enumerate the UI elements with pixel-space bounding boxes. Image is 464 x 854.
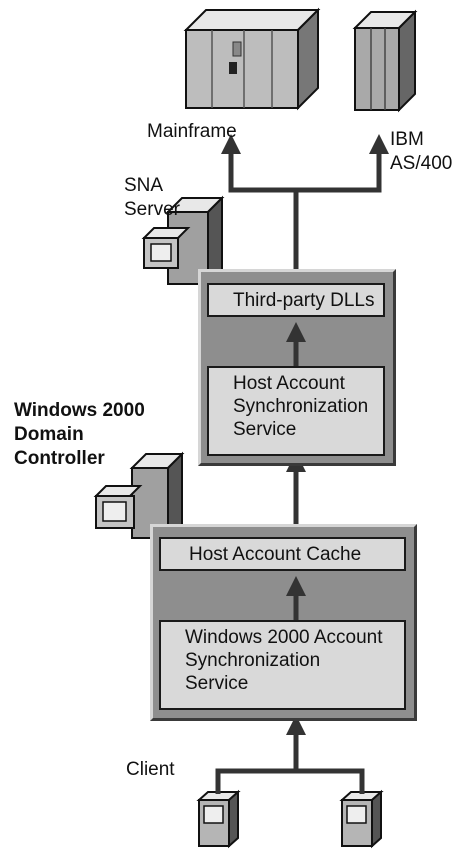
host-account-cache-box: Host Account Cache: [159, 537, 406, 571]
client-computer-left-icon: [196, 789, 241, 849]
host-connectors: [221, 134, 389, 278]
domain-controller-label: Windows 2000 Domain Controller: [14, 399, 145, 471]
host-account-sync-service-box: Host Account Synchronization Service: [207, 366, 385, 456]
sna-server-icon: [141, 195, 225, 287]
sna-label-line2: Server: [124, 199, 180, 220]
third-party-dlls-label: Third-party DLLs: [233, 290, 375, 311]
was-line2: Synchronization: [185, 650, 321, 671]
client-computer-right-icon: [339, 789, 384, 849]
has-line2: Synchronization: [233, 396, 369, 417]
dc-label-line1: Windows 2000: [14, 400, 145, 421]
mainframe-label: Mainframe: [147, 121, 237, 142]
domain-controller-icon: [93, 451, 185, 541]
ibm-label-line1: IBM: [390, 129, 424, 150]
has-line1: Host Account: [233, 373, 345, 394]
host-account-cache-label: Host Account Cache: [189, 544, 362, 565]
third-party-dlls-box: Third-party DLLs: [207, 283, 385, 317]
ibm-label: IBM AS/400: [390, 128, 452, 176]
has-line3: Service: [233, 419, 297, 440]
dc-label-line3: Controller: [14, 448, 105, 469]
dc-label-line2: Domain: [14, 424, 84, 445]
was-line3: Service: [185, 673, 249, 694]
sna-server-label: SNA Server: [124, 174, 180, 222]
client-label: Client: [126, 759, 175, 780]
sna-label-line1: SNA: [124, 175, 164, 196]
ibm-label-line2: AS/400: [390, 153, 453, 174]
windows-account-sync-service-box: Windows 2000 Account Synchronization Ser…: [159, 620, 406, 710]
client-connectors: [215, 715, 365, 794]
mainframe-icon: [183, 7, 321, 111]
was-line1: Windows 2000 Account: [185, 627, 383, 648]
ibm-as400-icon: [352, 9, 418, 113]
